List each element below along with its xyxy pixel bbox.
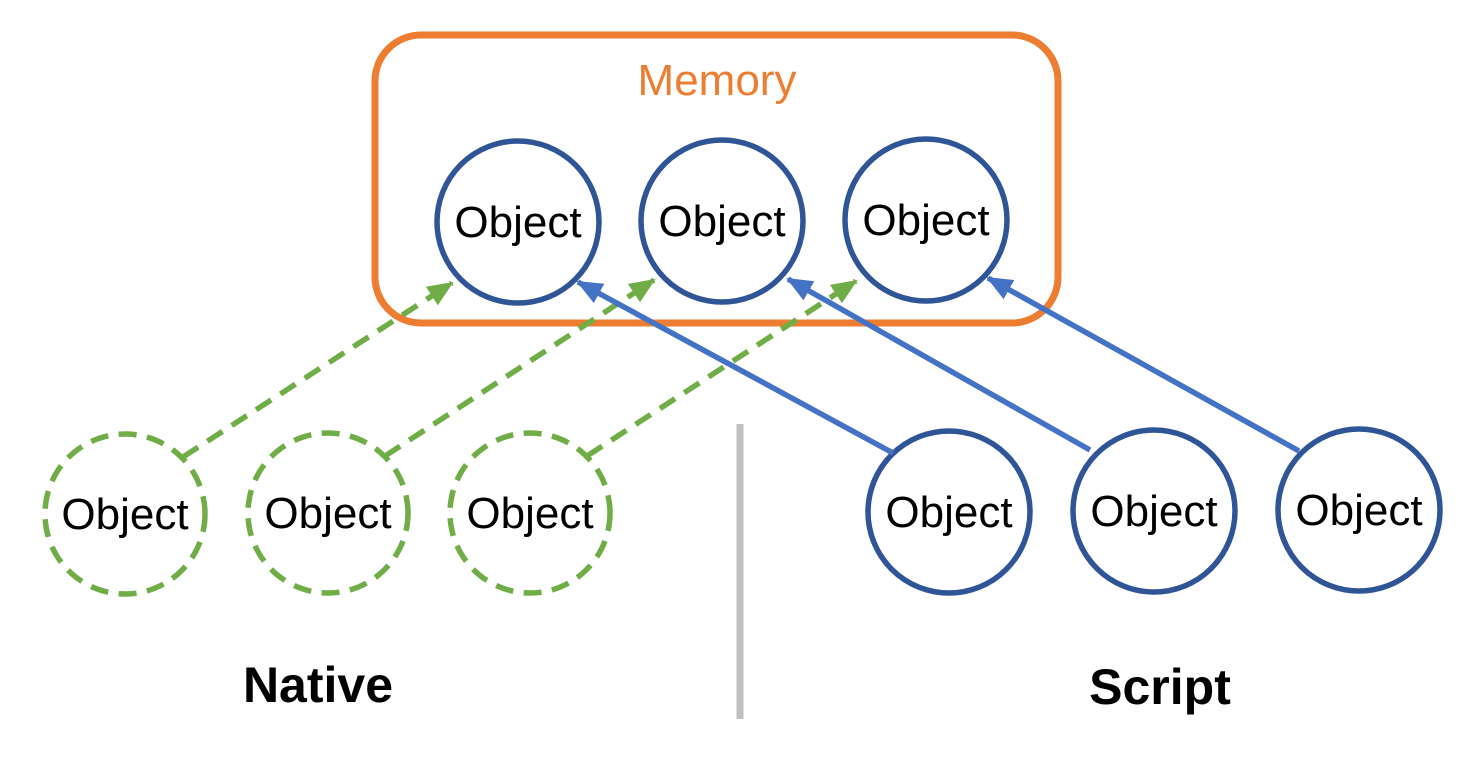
native-arrow-3 [585, 278, 858, 459]
native-object-label: Object [466, 489, 593, 538]
script-object-label: Object [885, 488, 1012, 537]
script-arrow-3 [986, 275, 1301, 454]
native-object-label: Object [61, 490, 188, 539]
script-zone-label: Script [1089, 659, 1231, 715]
memory-box [371, 31, 1062, 327]
native-object-1: Object [42, 431, 208, 597]
memory-object-circle [638, 137, 806, 305]
memory-object-1: Object [434, 138, 602, 306]
script-object-3: Object [1275, 426, 1443, 594]
memory-box-group: Memory [371, 31, 1062, 327]
native-object-circle [42, 431, 208, 597]
script-object-label: Object [1090, 487, 1217, 536]
native-object-circle [245, 430, 411, 596]
memory-object-label: Object [658, 197, 785, 246]
native-object-label: Object [264, 489, 391, 538]
memory-object-circle [434, 138, 602, 306]
script-arrow-2 [786, 276, 1092, 453]
native-object-circle [447, 430, 613, 596]
native-arrow-2 [383, 277, 656, 459]
script-object-1: Object [865, 428, 1033, 596]
memory-object-label: Object [862, 196, 989, 245]
script-object-2: Object [1070, 427, 1238, 595]
native-object-2: Object [245, 430, 411, 596]
script-reference-arrows [576, 275, 1301, 456]
native-reference-arrows [181, 277, 858, 460]
script-object-circle [865, 428, 1033, 596]
script-object-circle [1275, 426, 1443, 594]
native-arrow-1 [181, 280, 454, 460]
memory-label: Memory [638, 56, 797, 105]
native-zone-label: Native [243, 657, 393, 713]
script-arrow-1 [576, 279, 895, 456]
script-object-circle [1070, 427, 1238, 595]
memory-object-2: Object [638, 137, 806, 305]
native-object-3: Object [447, 430, 613, 596]
memory-object-circle [842, 136, 1010, 304]
script-object-label: Object [1295, 486, 1422, 535]
memory-object-3: Object [842, 136, 1010, 304]
memory-object-label: Object [454, 198, 581, 247]
